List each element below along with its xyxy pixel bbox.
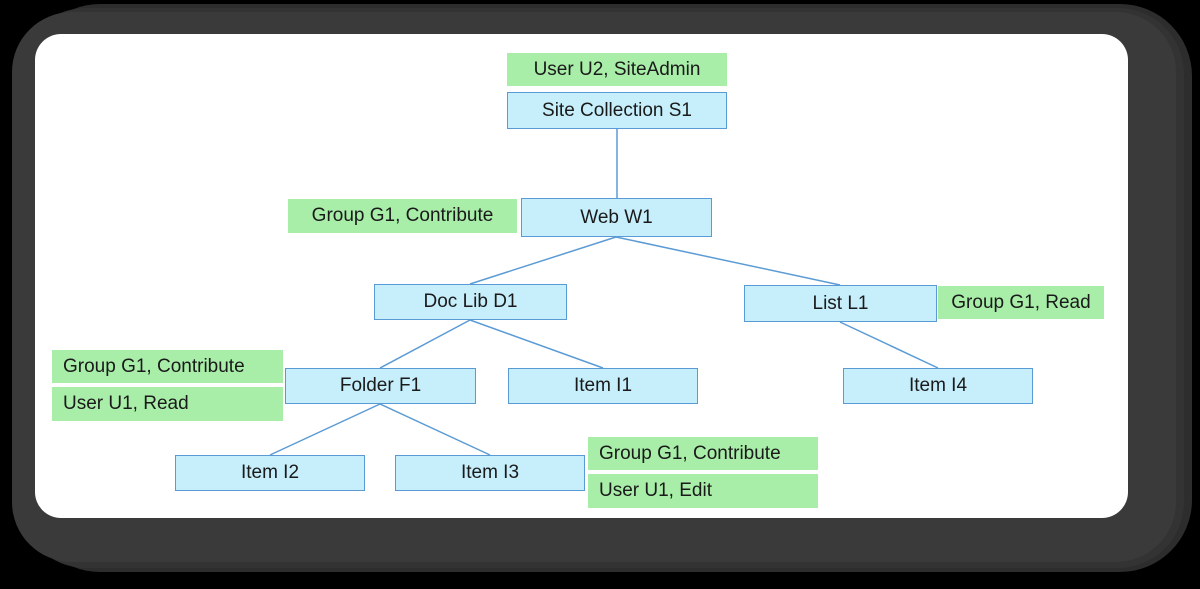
permission-label-siteadmin: User U2, SiteAdmin — [507, 53, 727, 86]
node-item-i2: Item I2 — [175, 455, 365, 491]
permission-label-folder-contribute: Group G1, Contribute — [52, 350, 283, 383]
node-item-i3: Item I3 — [395, 455, 585, 491]
permission-label-folder-read: User U1, Read — [52, 387, 283, 421]
node-doclib: Doc Lib D1 — [374, 284, 567, 320]
permission-label-item3-contribute: Group G1, Contribute — [588, 437, 818, 470]
permission-label-web-contribute: Group G1, Contribute — [288, 199, 517, 233]
node-web: Web W1 — [521, 198, 712, 237]
node-item-i1: Item I1 — [508, 368, 698, 404]
node-item-i4: Item I4 — [843, 368, 1033, 404]
permission-label-list-read: Group G1, Read — [938, 286, 1104, 319]
node-list: List L1 — [744, 285, 937, 322]
permission-label-item3-edit: User U1, Edit — [588, 474, 818, 508]
node-folder: Folder F1 — [285, 368, 476, 404]
node-site-collection: Site Collection S1 — [507, 92, 727, 129]
